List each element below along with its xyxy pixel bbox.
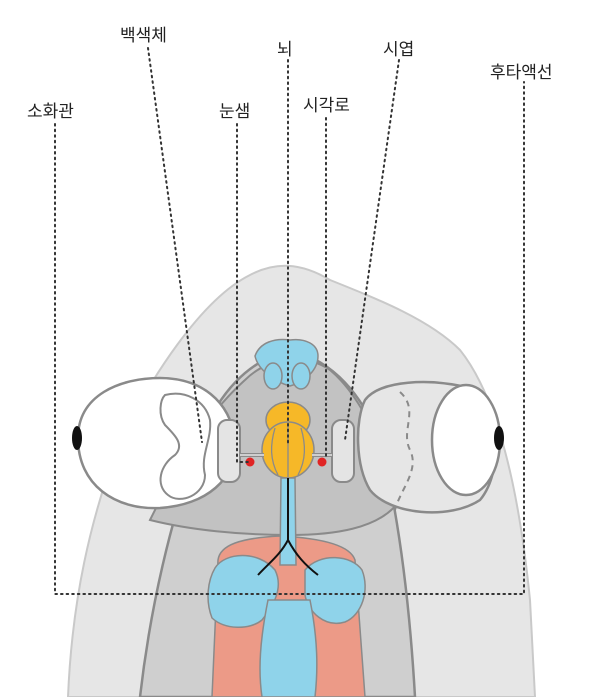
label-tapetum: 백색체 bbox=[120, 26, 167, 46]
label-brain: 뇌 bbox=[277, 40, 293, 60]
leader-optic-lobe bbox=[344, 59, 400, 441]
left-eye bbox=[72, 376, 237, 510]
leader-digestive-tract bbox=[54, 81, 525, 595]
brain-lobe-right bbox=[291, 362, 311, 390]
digestive-tract-right-lobe bbox=[304, 556, 366, 625]
leader-tapetum bbox=[147, 47, 203, 443]
right-eye-pit-dot bbox=[317, 457, 327, 467]
label-digestive-tract: 소화관 bbox=[27, 102, 74, 122]
left-pupil bbox=[72, 426, 82, 450]
digestive-tract-lower bbox=[259, 599, 318, 697]
label-optic-lobe: 시엽 bbox=[383, 40, 415, 60]
leader-eye-pit bbox=[236, 123, 249, 463]
left-optic-capsule bbox=[217, 419, 241, 483]
brain-orange-lines bbox=[270, 424, 306, 478]
leader-lines bbox=[54, 47, 525, 595]
left-tapetum bbox=[159, 392, 212, 500]
nerve-lines bbox=[257, 478, 319, 576]
right-eye bbox=[356, 380, 504, 514]
digestive-tract-left-lobe bbox=[207, 554, 280, 628]
label-posterior-salivary-gland: 후타액선 bbox=[490, 63, 553, 83]
brain-lobe-left bbox=[263, 362, 283, 390]
right-pupil bbox=[494, 426, 504, 450]
right-optic-capsule bbox=[331, 419, 355, 483]
left-eye-pit-dot bbox=[245, 457, 255, 467]
label-optic-tract: 시각로 bbox=[303, 96, 350, 116]
label-eye-pit: 눈샘 bbox=[219, 102, 251, 122]
right-lens bbox=[430, 383, 502, 497]
